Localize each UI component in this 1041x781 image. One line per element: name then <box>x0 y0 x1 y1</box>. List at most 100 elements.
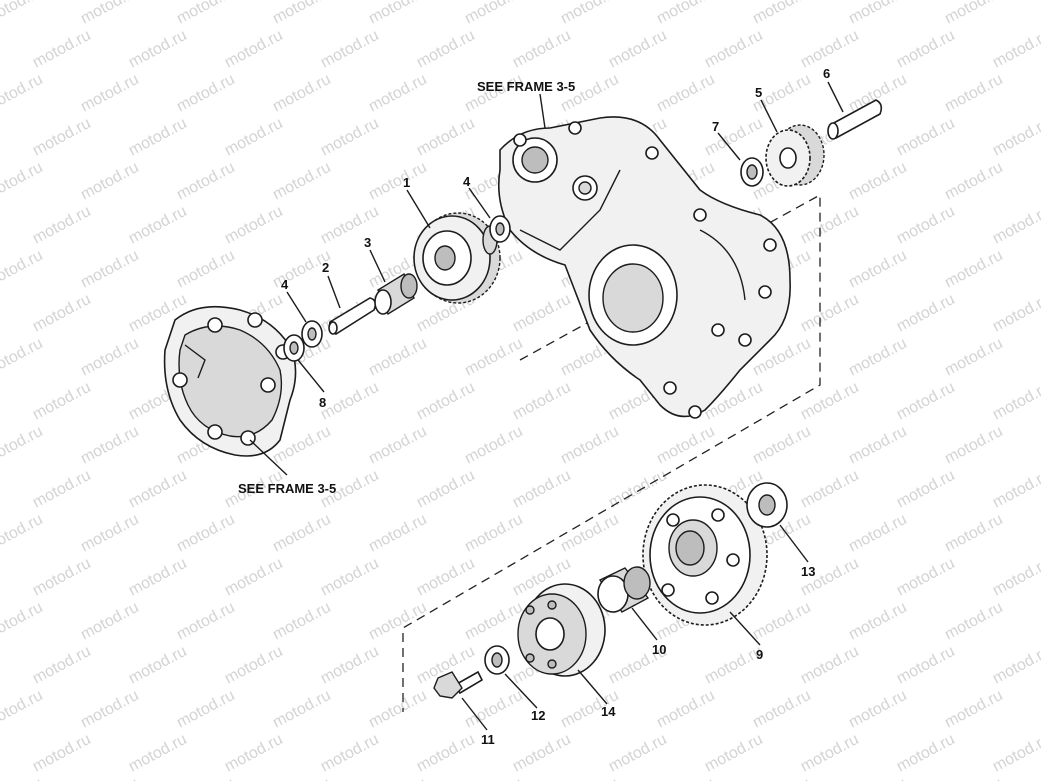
watermark-text: motod.ru <box>30 379 94 424</box>
see-frame-label-top: SEE FRAME 3-5 <box>477 79 575 94</box>
watermark-text: motod.ru <box>990 643 1041 688</box>
starter-cover <box>163 305 297 457</box>
callout-7: 7 <box>712 119 719 134</box>
watermark-text: motod.ru <box>990 115 1041 160</box>
crankcase-cover <box>497 116 791 419</box>
watermark-text: motod.ru <box>462 335 526 380</box>
watermark-text: motod.ru <box>366 159 430 204</box>
watermark-text: motod.ru <box>990 379 1041 424</box>
watermark-text: motod.ru <box>990 467 1041 512</box>
watermark-text: motod.ru <box>126 555 190 600</box>
watermark-text: motod.ru <box>846 775 910 781</box>
watermark-text: motod.ru <box>942 159 1006 204</box>
watermark-text: motod.ru <box>510 291 574 336</box>
watermark-text: motod.ru <box>894 379 958 424</box>
watermark-text: motod.ru <box>654 71 718 116</box>
watermark-text: motod.ru <box>126 643 190 688</box>
watermark-text: motod.ru <box>942 775 1006 781</box>
watermark-text: motod.ru <box>78 687 142 732</box>
watermark-text: motod.ru <box>30 27 94 72</box>
watermark-text: motod.ru <box>990 291 1041 336</box>
callout-3: 3 <box>364 235 371 250</box>
watermark-text: motod.ru <box>0 247 46 292</box>
callout-14: 14 <box>601 704 616 719</box>
watermark-text: motod.ru <box>78 599 142 644</box>
watermark-text: motod.ru <box>414 731 478 776</box>
watermark-text: motod.ru <box>174 71 238 116</box>
watermark-text: motod.ru <box>318 115 382 160</box>
watermark-text: motod.ru <box>174 0 238 28</box>
watermark-text: motod.ru <box>1038 0 1041 28</box>
part-1-idler-gear <box>413 212 501 304</box>
part-2-pin <box>328 297 377 335</box>
callout-9: 9 <box>756 647 763 662</box>
callout-8: 8 <box>319 395 326 410</box>
part-4-washer-left <box>301 320 323 348</box>
watermark-text: motod.ru <box>846 335 910 380</box>
watermark-text: motod.ru <box>990 555 1041 600</box>
part-12-washer <box>484 645 510 675</box>
watermark-text: motod.ru <box>558 0 622 28</box>
watermark-text: motod.ru <box>78 511 142 556</box>
watermark-text: motod.ru <box>78 423 142 468</box>
watermark-text: motod.ru <box>798 643 862 688</box>
watermark-text: motod.ru <box>798 203 862 248</box>
watermark-text: motod.ru <box>414 555 478 600</box>
watermark-text: motod.ru <box>894 203 958 248</box>
watermark-text: motod.ru <box>846 599 910 644</box>
watermark-text: motod.ru <box>510 379 574 424</box>
leader-lines <box>249 81 844 731</box>
watermark-text: motod.ru <box>318 27 382 72</box>
watermark-text: motod.ru <box>126 203 190 248</box>
watermark-text: motod.ru <box>78 247 142 292</box>
watermark-text: motod.ru <box>366 335 430 380</box>
watermark-text: motod.ru <box>222 555 286 600</box>
watermark-text: motod.ru <box>78 159 142 204</box>
part-3-needle-bearing <box>374 272 418 316</box>
watermark-text: motod.ru <box>366 775 430 781</box>
watermark-text: motod.ru <box>510 467 574 512</box>
watermark-text: motod.ru <box>846 687 910 732</box>
watermark-text: motod.ru <box>78 775 142 781</box>
watermark-text: motod.ru <box>558 775 622 781</box>
watermark-text: motod.ru <box>174 511 238 556</box>
watermark-text: motod.ru <box>174 247 238 292</box>
watermark-text: motod.ru <box>942 247 1006 292</box>
watermark-text: motod.ru <box>654 423 718 468</box>
watermark-text: motod.ru <box>654 775 718 781</box>
callout-5: 5 <box>755 85 762 100</box>
watermark-text: motod.ru <box>942 423 1006 468</box>
watermark-text: motod.ru <box>654 687 718 732</box>
see-frame-label-bottom: SEE FRAME 3-5 <box>238 481 336 496</box>
watermark-text: motod.ru <box>318 379 382 424</box>
watermark-text: motod.ru <box>462 0 526 28</box>
watermark-text: motod.ru <box>558 423 622 468</box>
watermark-text: motod.ru <box>222 115 286 160</box>
watermark-text: motod.ru <box>366 511 430 556</box>
callout-6: 6 <box>823 66 830 81</box>
part-11-bolt <box>433 670 484 699</box>
watermark-text: motod.ru <box>366 599 430 644</box>
watermark-text: motod.ru <box>942 511 1006 556</box>
watermark-text: motod.ru <box>798 379 862 424</box>
watermark-text: motod.ru <box>30 643 94 688</box>
watermark-text: motod.ru <box>702 27 766 72</box>
watermark-text: motod.ru <box>174 775 238 781</box>
watermark-text: motod.ru <box>942 71 1006 116</box>
watermark-text: motod.ru <box>414 467 478 512</box>
watermark-text: motod.ru <box>894 731 958 776</box>
watermark-text: motod.ru <box>0 599 46 644</box>
watermark-text: motod.ru <box>0 775 46 781</box>
callout-2: 2 <box>322 260 329 275</box>
part-14-starter-clutch <box>517 583 606 677</box>
watermark-text: motod.ru <box>126 27 190 72</box>
watermark-text: motod.ru <box>942 599 1006 644</box>
watermark-text: motod.ru <box>846 0 910 28</box>
watermark-text: motod.ru <box>222 27 286 72</box>
watermark-text: motod.ru <box>366 0 430 28</box>
watermark-text: motod.ru <box>462 599 526 644</box>
watermark-text: motod.ru <box>462 775 526 781</box>
watermark-text: motod.ru <box>30 291 94 336</box>
watermark-text: motod.ru <box>78 335 142 380</box>
